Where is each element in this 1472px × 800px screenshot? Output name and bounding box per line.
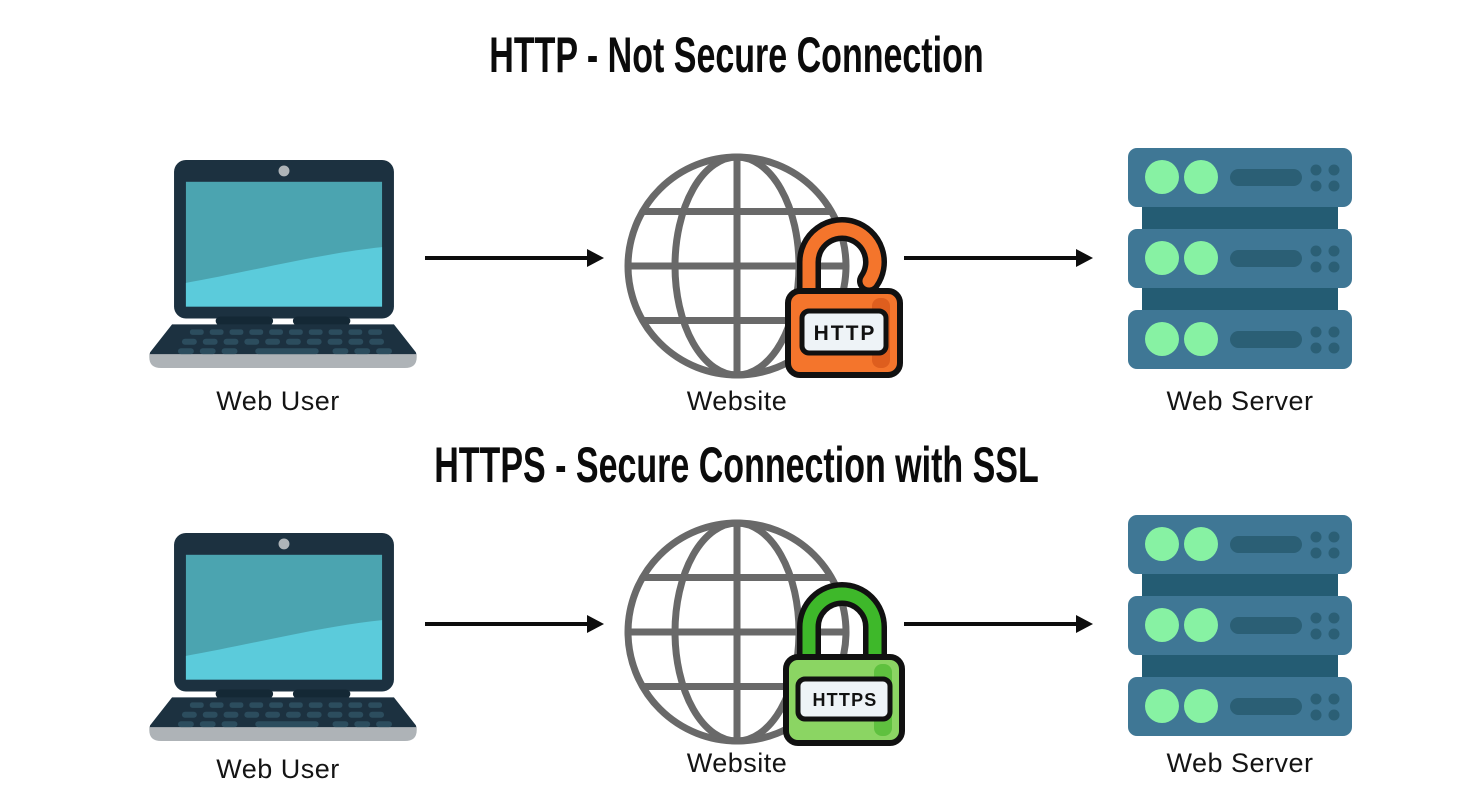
server-icon <box>1128 148 1352 370</box>
website-globe-http-icon: HTTP <box>618 145 903 387</box>
arrow-right-icon <box>904 615 1093 633</box>
label-web-user: Web User <box>216 754 340 784</box>
label-web-user: Web User <box>216 386 340 416</box>
section-title-https: HTTPS - Secure Connection with SSL <box>0 436 1472 494</box>
website-globe-https-icon: HTTPS <box>618 511 905 746</box>
laptop-icon <box>144 533 422 743</box>
label-website: Website <box>686 386 788 416</box>
label-web-server: Web Server <box>1166 386 1314 416</box>
lock-text-http: HTTP <box>814 322 877 345</box>
section-title-https-text: HTTPS - Secure Connection with SSL <box>433 437 1039 493</box>
section-title-http-text: HTTP - Not Secure Connection <box>488 27 984 83</box>
lock-text-https: HTTPS <box>812 690 877 710</box>
arrow-right-icon <box>425 615 604 633</box>
laptop-icon <box>144 160 422 370</box>
open-padlock-icon: HTTP <box>785 217 903 378</box>
closed-padlock-icon: HTTPS <box>783 582 905 746</box>
arrow-right-icon <box>425 249 604 267</box>
server-icon <box>1128 515 1352 737</box>
section-title-http: HTTP - Not Secure Connection <box>0 26 1472 84</box>
arrow-right-icon <box>904 249 1093 267</box>
label-website: Website <box>686 748 788 778</box>
label-web-server: Web Server <box>1166 748 1314 778</box>
